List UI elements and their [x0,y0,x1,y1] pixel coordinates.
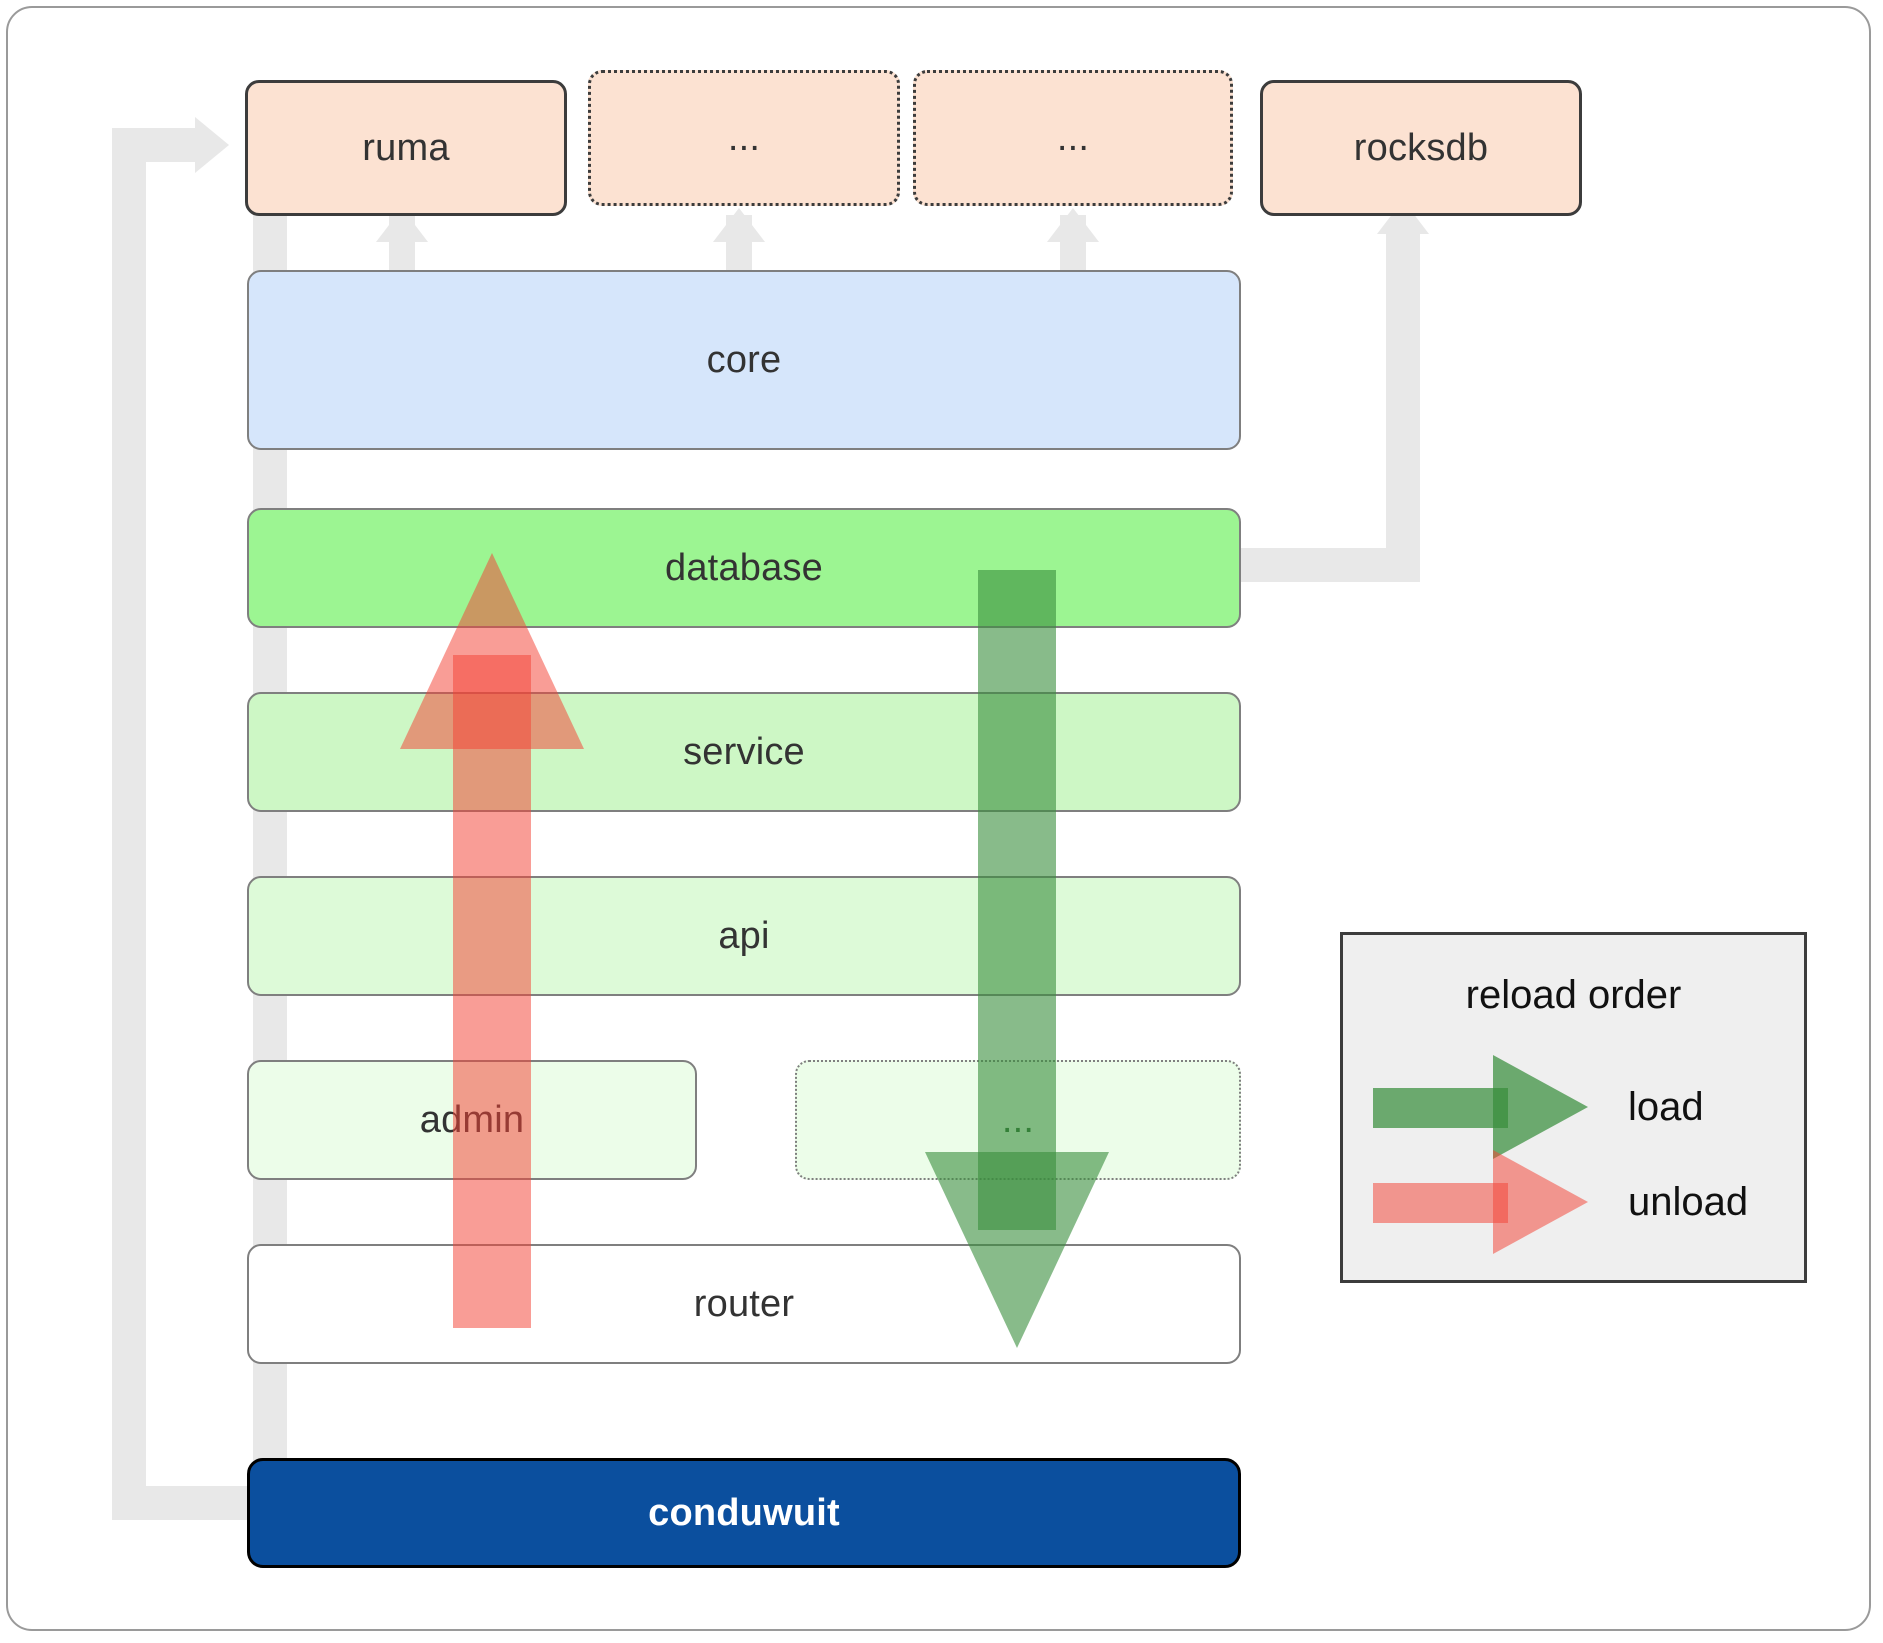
load-arrow-icon [1373,1055,1588,1160]
connector-to-ruma-arrowhead [195,117,229,173]
node-dots-top-2[interactable]: ... [913,70,1233,206]
flow-load-shaft [978,570,1056,1230]
connector-conduwuit-trunk-horizontal [112,1486,252,1520]
node-database-label: database [665,546,823,589]
node-ruma[interactable]: ruma [245,80,567,216]
unload-arrow-icon [1373,1150,1588,1255]
node-core[interactable]: core [247,270,1241,450]
node-dots-top-2-label: ... [1056,116,1090,159]
node-database[interactable]: database [247,508,1241,628]
flow-unload-shaft [453,655,531,1328]
node-dots-top-1-label: ... [727,116,761,159]
node-core-label: core [706,338,782,381]
node-rocksdb[interactable]: rocksdb [1260,80,1582,216]
connector-core-to-dots1-arrowhead [713,208,765,242]
node-api[interactable]: api [247,876,1241,996]
legend-title: reload order [1465,973,1682,1017]
node-dots-top-1[interactable]: ... [588,70,900,206]
node-conduwuit-label: conduwuit [648,1491,840,1534]
flow-load-arrowhead [925,1152,1109,1348]
legend-panel: reload order load unload [1340,932,1807,1283]
legend-label-load: load [1628,1085,1704,1129]
connector-database-to-rocksdb-vertical [1386,232,1420,582]
node-api-label: api [718,914,770,957]
connector-conduwuit-trunk-vertical [112,128,146,1520]
node-service[interactable]: service [247,692,1241,812]
connector-database-to-rocksdb-horizontal [1215,548,1420,582]
node-router-label: router [693,1282,795,1325]
node-rocksdb-label: rocksdb [1353,126,1489,169]
connector-to-ruma-horizontal [112,128,202,162]
flow-unload-arrowhead [400,553,584,749]
legend-row-load: load [1373,1055,1704,1160]
legend-label-unload: unload [1628,1180,1749,1224]
legend-row-unload: unload [1373,1150,1748,1255]
connector-core-to-dots2-arrowhead [1047,208,1099,242]
node-service-label: service [683,730,805,773]
node-conduwuit[interactable]: conduwuit [247,1458,1241,1568]
node-ruma-label: ruma [362,126,450,169]
